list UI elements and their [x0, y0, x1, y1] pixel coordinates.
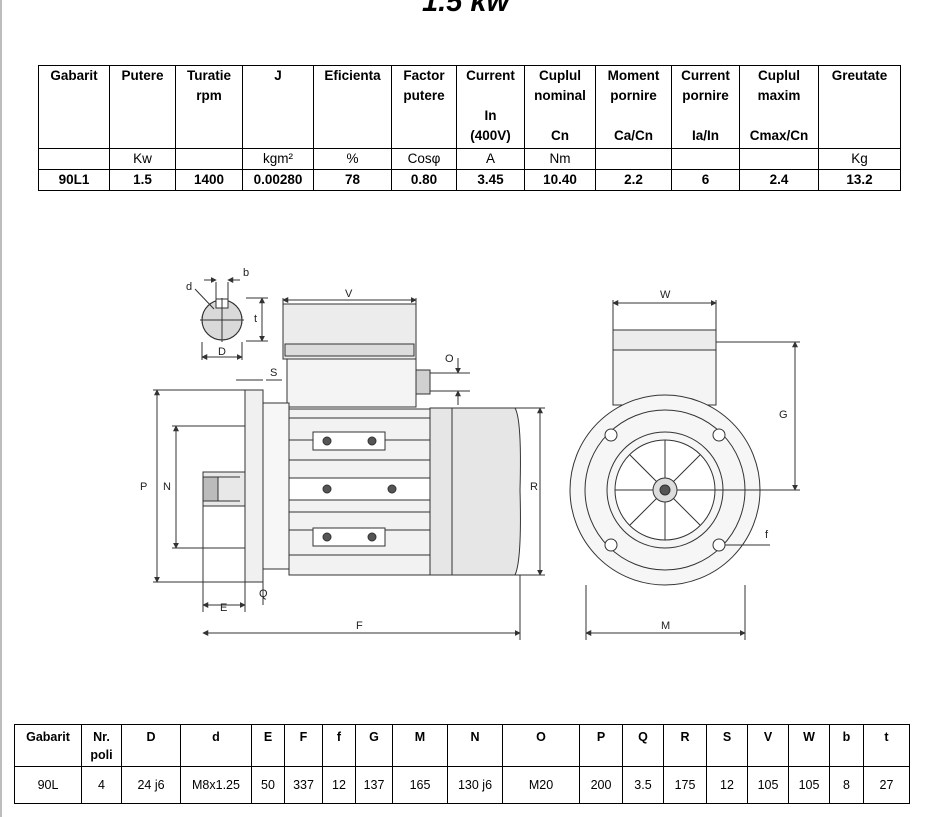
- dim-value-cell: 3.5: [622, 766, 664, 804]
- dim-header-cell: f: [322, 724, 356, 767]
- label-b: b: [243, 267, 249, 279]
- dim-value-cell: 50: [251, 766, 285, 804]
- dim-value-cell: M8x1.25: [180, 766, 252, 804]
- motor-front-view: [569, 300, 800, 640]
- dimensions-table: Gabarit Nr. poli D d E F f G M N O P Q R…: [14, 724, 910, 804]
- spec-value-cell: 1400: [175, 169, 243, 191]
- dim-header-cell: D: [121, 724, 181, 767]
- dim-header-cell: S: [706, 724, 748, 767]
- label-D: D: [218, 346, 226, 358]
- dim-header-cell: Q: [622, 724, 664, 767]
- dim-header-cell: O: [502, 724, 580, 767]
- dim-header-cell: P: [579, 724, 623, 767]
- dim-value-cell: 337: [284, 766, 323, 804]
- spec-values-row: 90L1 1.5 1400 0.00280 78 0.80 3.45 10.40…: [38, 169, 901, 191]
- dim-header-cell: V: [747, 724, 789, 767]
- left-page-rule: [0, 0, 2, 817]
- spec-units-row: Kw kgm² % Cosφ A Nm Kg: [38, 148, 901, 170]
- label-M: M: [661, 620, 670, 632]
- label-N: N: [163, 481, 171, 493]
- dim-value-cell: 175: [663, 766, 707, 804]
- spec-header-cell: Eficienta: [313, 65, 392, 149]
- dim-header-cell: F: [284, 724, 323, 767]
- dim-value-cell: 137: [355, 766, 393, 804]
- dim-header-cell: t: [863, 724, 910, 767]
- spec-value-cell: 13.2: [818, 169, 901, 191]
- label-F: F: [356, 620, 363, 632]
- dim-header-cell: d: [180, 724, 252, 767]
- shaft-end-detail: [194, 277, 268, 360]
- spec-unit-cell: Kg: [818, 148, 901, 170]
- label-f: f: [765, 529, 769, 541]
- dim-values-row: 90L 4 24 j6 M8x1.25 50 337 12 137 165 13…: [14, 766, 910, 804]
- dim-value-cell: 27: [863, 766, 910, 804]
- dim-value-cell: 12: [706, 766, 748, 804]
- dim-value-cell: 12: [322, 766, 356, 804]
- dim-value-cell: 200: [579, 766, 623, 804]
- dim-value-cell: 8: [829, 766, 864, 804]
- label-E: E: [220, 602, 227, 614]
- spec-value-cell: 3.45: [456, 169, 525, 191]
- motor-side-view: [153, 297, 545, 640]
- dim-value-cell: 90L: [14, 766, 82, 804]
- label-d: d: [186, 281, 192, 293]
- page-title: 1.5 kw: [421, 0, 510, 18]
- dim-value-cell: 165: [392, 766, 448, 804]
- label-P: P: [140, 481, 147, 493]
- spec-value-cell: 10.40: [524, 169, 596, 191]
- dim-header-cell: W: [788, 724, 830, 767]
- dim-header-cell: N: [447, 724, 503, 767]
- dim-header-cell: b: [829, 724, 864, 767]
- spec-header-cell: Putere: [109, 65, 176, 149]
- dim-value-cell: 24 j6: [121, 766, 181, 804]
- dim-value-cell: 105: [788, 766, 830, 804]
- spec-value-cell: 0.00280: [242, 169, 314, 191]
- label-W: W: [660, 289, 671, 301]
- dim-value-cell: 130 j6: [447, 766, 503, 804]
- dim-header-cell: E: [251, 724, 285, 767]
- label-O: O: [445, 353, 454, 365]
- dim-value-cell: 105: [747, 766, 789, 804]
- spec-value-cell: 2.4: [739, 169, 819, 191]
- label-S: S: [270, 367, 277, 379]
- dim-header-cell: Nr. poli: [81, 724, 122, 767]
- label-Q: Q: [259, 588, 268, 600]
- drawing-dimension-labels: b d t D V O S P N R E Q F W G f M: [140, 267, 788, 632]
- label-G: G: [779, 409, 788, 421]
- dim-header-row: Gabarit Nr. poli D d E F f G M N O P Q R…: [14, 724, 910, 767]
- label-t: t: [254, 313, 257, 325]
- dim-value-cell: M20: [502, 766, 580, 804]
- dim-header-cell: R: [663, 724, 707, 767]
- label-V: V: [345, 288, 353, 300]
- label-R: R: [530, 481, 538, 493]
- spec-value-cell: 90L1: [38, 169, 110, 191]
- dim-header-cell: M: [392, 724, 448, 767]
- spec-value-cell: 0.80: [391, 169, 457, 191]
- spec-value-cell: 1.5: [109, 169, 176, 191]
- dim-header-cell: Gabarit: [14, 724, 82, 767]
- dim-value-cell: 4: [81, 766, 122, 804]
- spec-value-cell: 6: [671, 169, 740, 191]
- spec-header-cell: J: [242, 65, 314, 149]
- spec-value-cell: 78: [313, 169, 392, 191]
- spec-header-cell: Gabarit: [38, 65, 110, 149]
- dim-header-cell: G: [355, 724, 393, 767]
- spec-value-cell: 2.2: [595, 169, 672, 191]
